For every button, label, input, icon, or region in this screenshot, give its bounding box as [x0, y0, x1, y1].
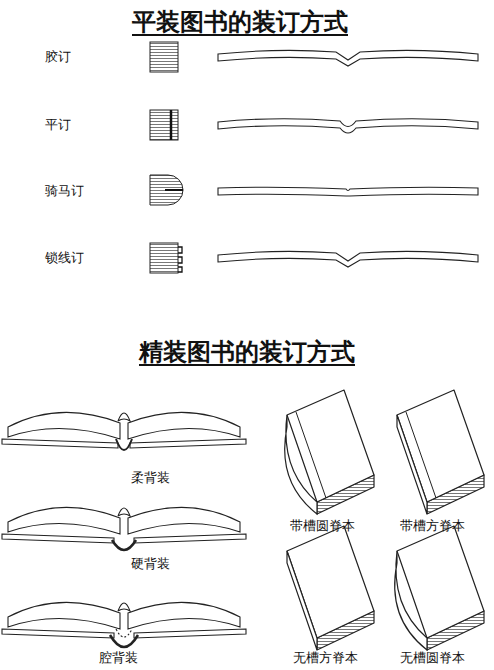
binding-label: 平订	[45, 116, 71, 134]
binding-label: 带槽圆脊本	[290, 517, 355, 535]
binding-label: 带槽方脊本	[400, 517, 465, 535]
binding-label: 无槽圆脊本	[400, 649, 465, 667]
binding-label: 柔背装	[131, 469, 170, 487]
section-heading: 精装图书的装订方式	[139, 336, 355, 368]
binding-label: 硬背装	[131, 555, 170, 573]
title: 平装图书的装订方式	[132, 6, 348, 38]
binding-label: 锁线订	[45, 249, 84, 267]
side-stitch-icon	[150, 110, 178, 140]
binding-label: 腔背装	[99, 649, 138, 667]
binding-label: 胶订	[45, 48, 71, 66]
perfect-binding-icon	[150, 42, 178, 72]
thread-sewn-icon	[150, 243, 182, 273]
binding-label: 骑马订	[45, 182, 84, 200]
saddle-stitch-icon	[150, 175, 183, 205]
binding-label: 无槽方脊本	[293, 649, 358, 667]
